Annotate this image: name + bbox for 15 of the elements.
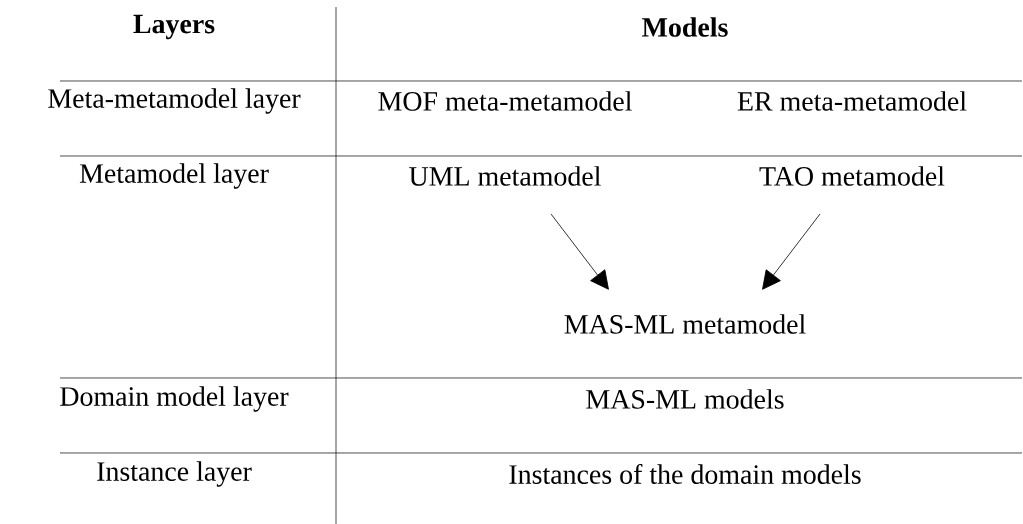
layer-name: Metamodel layer: [79, 163, 269, 189]
column-heading: Models: [642, 17, 728, 37]
layer-name: Instance layer: [97, 461, 252, 487]
model-name: MAS-ML models: [586, 389, 784, 409]
model-name: MAS-ML metamodel: [564, 314, 806, 334]
model-name: MOF meta-metamodel: [378, 91, 632, 111]
model-name: Instances of the domain models: [509, 464, 861, 484]
arrow: [762, 213, 821, 290]
column-heading: Layers: [133, 14, 215, 40]
model-name: ER meta-metamodel: [737, 91, 967, 111]
layer-name: Meta-metamodel layer: [48, 88, 301, 114]
layer-name: Domain model layer: [60, 386, 289, 412]
arrow: [550, 213, 609, 290]
model-name: TAO metamodel: [759, 166, 945, 186]
model-name: UML metamodel: [409, 166, 601, 186]
